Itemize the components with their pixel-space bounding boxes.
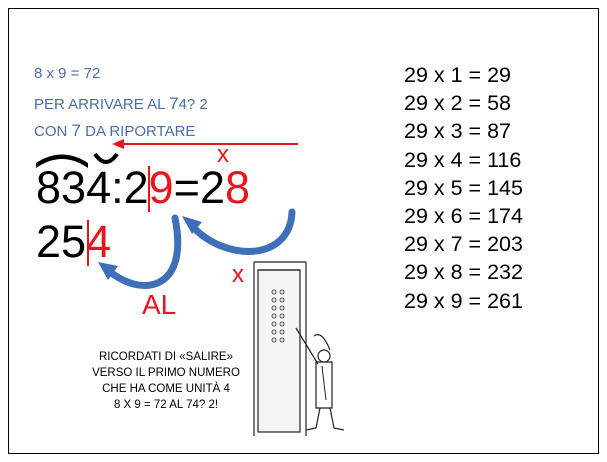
table-row: 29 x 3 = 87 xyxy=(404,117,523,145)
table-row: 29 x 2 = 58 xyxy=(404,89,523,117)
caption: RICORDATI DI «SALIRE» VERSO IL PRIMO NUM… xyxy=(76,349,256,413)
table-row: 29 x 1 = 29 xyxy=(404,61,523,89)
multiplication-table: 29 x 1 = 29 29 x 2 = 58 29 x 3 = 87 29 x… xyxy=(404,61,523,315)
arc-over-dividend-icon xyxy=(36,155,88,169)
table-row: 29 x 8 = 232 xyxy=(404,258,523,286)
elevator-figure-illustration xyxy=(254,262,344,436)
caption-line-1: RICORDATI DI «SALIRE» xyxy=(76,349,256,365)
curved-arrow-2-icon xyxy=(108,218,178,285)
breve-over-digit-icon xyxy=(95,154,117,162)
red-arrow-icon xyxy=(112,139,298,149)
table-row: 29 x 7 = 203 xyxy=(404,230,523,258)
table-row: 29 x 5 = 145 xyxy=(404,174,523,202)
table-row: 29 x 6 = 174 xyxy=(404,202,523,230)
table-row: 29 x 4 = 116 xyxy=(404,146,523,174)
curved-arrow-icon xyxy=(192,212,292,251)
caption-line-2: VERSO IL PRIMO NUMERO xyxy=(76,365,256,381)
caption-line-4: 8 X 9 = 72 AL 74? 2! xyxy=(76,397,256,413)
table-row: 29 x 9 = 261 xyxy=(404,287,523,315)
caption-line-3: CHE HA COME UNITÀ 4 xyxy=(76,381,256,397)
